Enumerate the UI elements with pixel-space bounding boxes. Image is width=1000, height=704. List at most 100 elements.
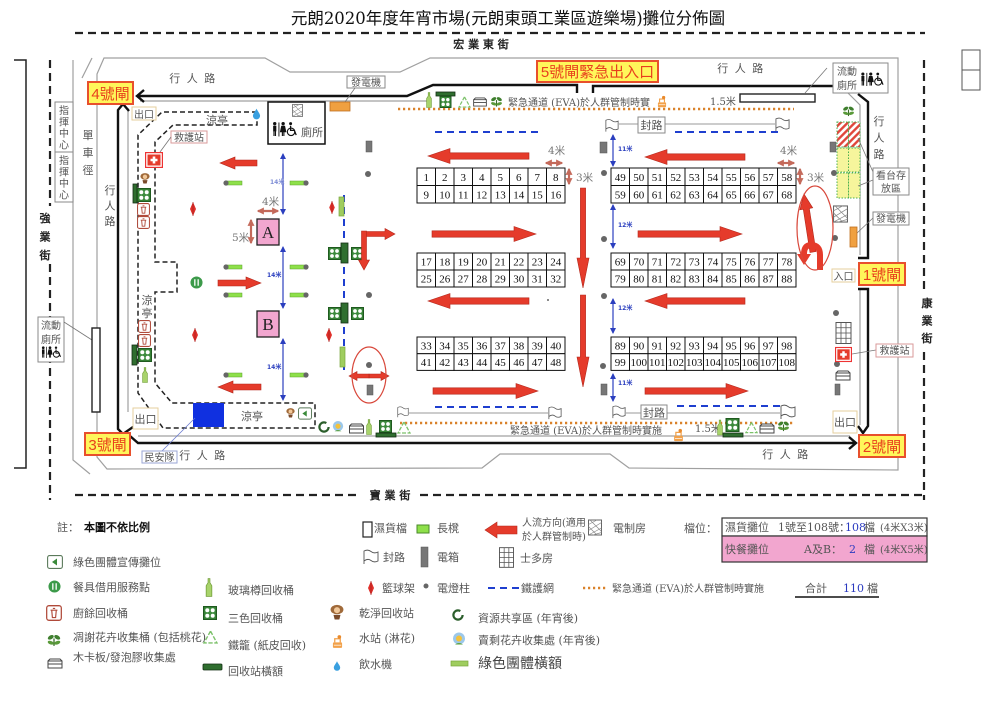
stall-number: 61 [652, 189, 663, 201]
legend-item: 籃球架 [368, 581, 415, 595]
stall-number: 98 [781, 340, 793, 352]
green-group-banner-icon [338, 196, 345, 217]
exit-label: 出口 [135, 412, 157, 426]
stall-number: 52 [670, 172, 681, 184]
fast-food-stall-b: B [256, 310, 280, 338]
summary-size: (4米X3米) [880, 521, 928, 534]
legend-label: 餐具借用服務點 [73, 580, 150, 594]
lamp-post-icon [831, 170, 837, 176]
stall-number: 11 [458, 189, 469, 201]
stall-cell-53: 53 [684, 167, 704, 186]
generator-north: 發電機 [329, 75, 386, 112]
electric-box-icon [829, 141, 837, 153]
total-count: 110 [843, 582, 864, 595]
stall-number: 71 [652, 257, 663, 269]
stall-number: 65 [726, 189, 738, 201]
stall-number: 68 [781, 189, 793, 201]
summary-row-fast-food: 快餐攤位 A及B： 2 檔 (4米X5米) [725, 542, 928, 556]
stall-number: 108 [779, 357, 796, 369]
summary-type: 濕貨攤位 [725, 520, 769, 534]
stall-number: 101 [649, 357, 666, 369]
distance-12m-label: 12米 [618, 304, 632, 312]
stall-cell-14: 14 [509, 185, 529, 204]
stall-cell-94: 94 [703, 336, 723, 355]
legend-label: 鐵護網 [521, 581, 554, 595]
lamp-post-icon [601, 236, 607, 242]
stall-cell-92: 92 [666, 336, 686, 355]
stall-cell-82: 82 [666, 269, 686, 288]
stall-number: 36 [476, 340, 488, 352]
legend-label: 資源共享區 (年宵後) [478, 611, 578, 625]
stall-cell-32: 32 [546, 269, 566, 288]
civil-aid-sign: 民安隊 [141, 450, 178, 464]
legend-label: 長櫈 [437, 521, 459, 535]
flow-arrow-down [357, 230, 371, 271]
road-closed-flag-icon [605, 119, 619, 133]
stall-number: 17 [421, 257, 433, 269]
first-aid-station-west: 救護站 [145, 130, 208, 168]
road-closed-label: 封路 [641, 118, 663, 132]
stall-box [777, 185, 797, 204]
flow-arrow-right [368, 370, 390, 382]
stall-summary-table: 濕貨攤位 1號至108號： 108 檔 (4米X3米) 快餐攤位 A及B： 2 … [721, 517, 928, 563]
stall-number: 106 [742, 357, 759, 369]
stall-number: 57 [763, 172, 775, 184]
gate-3-label: 3號閘 [88, 437, 126, 454]
stall-cell-38: 38 [509, 336, 529, 355]
width-4m-label: 4米 [262, 195, 280, 208]
stall-box [546, 269, 566, 288]
stall-cell-59: 59 [610, 185, 630, 204]
stall-cell-71: 71 [647, 252, 667, 271]
bench-icon [416, 524, 430, 534]
flow-arrow-right [644, 383, 749, 399]
first-aid-label: 救護站 [880, 344, 910, 357]
legend-item: 電燈柱 [423, 581, 470, 595]
flow-arrow-left [219, 156, 258, 170]
glass-bottle-bin-icon [142, 367, 148, 383]
civil-aid-pointer [161, 417, 196, 452]
exit-sign: 出口 [132, 407, 159, 430]
stall-cell-108: 108 [777, 353, 797, 371]
stall-number: 73 [689, 257, 701, 269]
road-closed-flag-icon [780, 404, 796, 420]
stall-cell-35: 35 [453, 336, 473, 355]
stall-cell-105: 105 [721, 353, 741, 371]
legend-label: 綠色團體橫額 [478, 655, 562, 672]
legend-item: 回收站橫額 [202, 663, 283, 678]
stall-cell-20: 20 [472, 252, 492, 271]
legend-label: 綠色團體宣傳攤位 [73, 555, 161, 569]
basketball-hoop-icon [192, 328, 198, 342]
eva-label-south: 緊急通道 (EVA)於人群管制時實施 [510, 424, 662, 437]
electrical-room-icon [833, 205, 848, 223]
glass-bottle-bin-icon [426, 92, 432, 108]
stall-number: 59 [615, 189, 627, 201]
stall-number: 79 [615, 274, 627, 286]
stall-number: 25 [421, 274, 433, 286]
stall-number: 53 [689, 172, 701, 184]
stall-cell-65: 65 [721, 185, 741, 204]
stall-cell-39: 39 [527, 336, 547, 355]
cardboard-cage-icon [458, 96, 471, 108]
stall-cell-89: 89 [610, 336, 630, 355]
store-room-icon [499, 547, 514, 568]
legend-label: 鐵籠 (紙皮回收) [228, 638, 306, 652]
stall-number: 100 [631, 357, 648, 369]
stall-cell-84: 84 [703, 269, 723, 288]
stall-cell-15: 15 [527, 185, 547, 204]
pedestrian-road-label: 行 人 路 [169, 72, 217, 85]
note-text: 本圖不依比例 [84, 520, 150, 534]
stall-cell-49: 49 [610, 167, 630, 186]
stall-cell-107: 107 [758, 353, 778, 371]
pedestrian-road-label-vertical: 行人路 [874, 115, 885, 161]
stall-number: 85 [726, 274, 738, 286]
flow-u-turn-arrowhead [797, 254, 811, 265]
west-bracket [14, 59, 27, 469]
flow-arrow-left [217, 380, 262, 394]
stall-cell-33: 33 [416, 336, 436, 355]
stall-number: 96 [744, 340, 756, 352]
store-room-icon [835, 322, 852, 344]
stall-number: 50 [633, 172, 645, 184]
mobile-toilet-unit [91, 327, 101, 413]
stall-cell-63: 63 [684, 185, 704, 204]
civil-aid-label: 民安隊 [145, 451, 175, 464]
